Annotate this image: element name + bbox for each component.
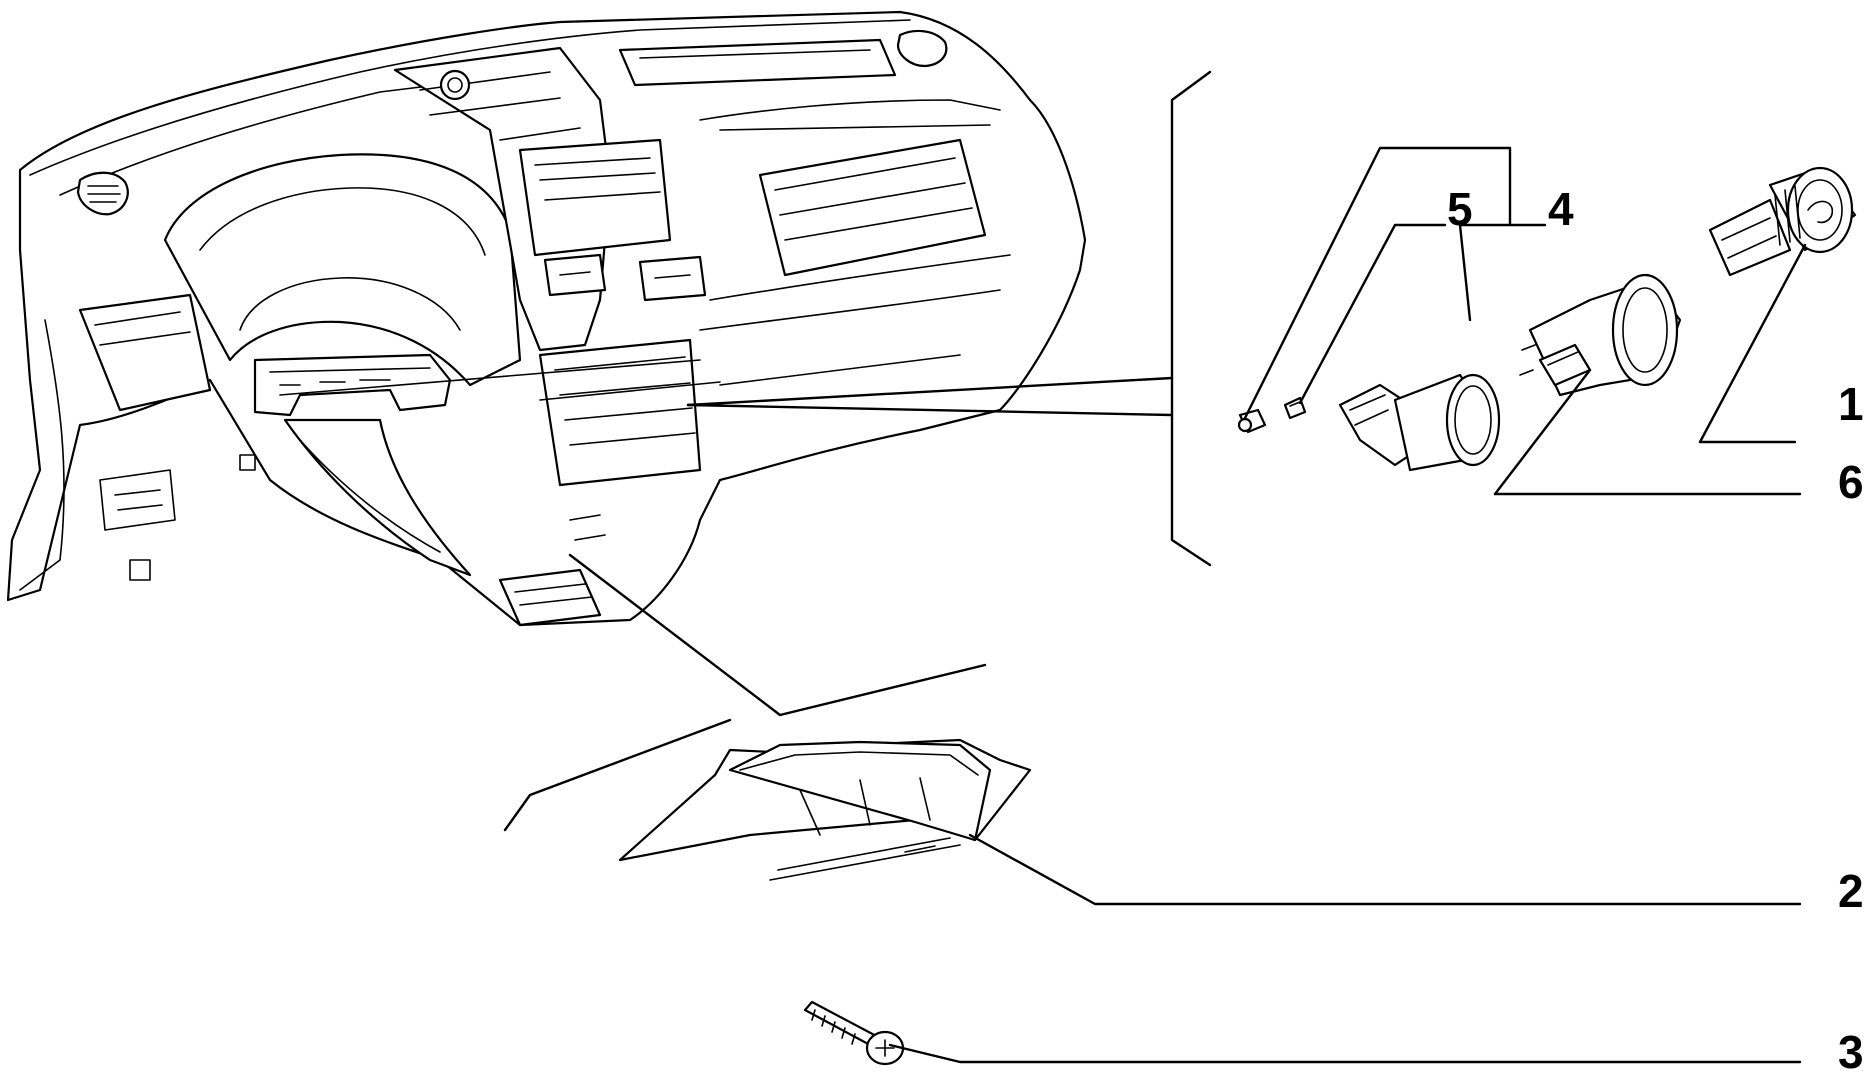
dashboard-assembly	[6, 10, 1087, 627]
callout-3: 3	[1838, 1026, 1864, 1072]
bulb-holder	[1237, 396, 1307, 434]
lighter-socket	[1519, 273, 1682, 397]
callout-6: 6	[1838, 456, 1864, 508]
callout-labels: 1 2 3 4 5 6	[1447, 183, 1864, 1072]
callout-4: 4	[1548, 183, 1574, 235]
leader-lines	[503, 70, 1807, 1064]
cigarette-lighter	[1708, 166, 1857, 277]
socket-housing	[1338, 373, 1501, 472]
glove-box-lid	[618, 738, 1032, 881]
screw	[803, 1000, 905, 1066]
callout-5: 5	[1447, 183, 1473, 235]
callout-1: 1	[1838, 378, 1864, 430]
callout-2: 2	[1838, 865, 1864, 917]
